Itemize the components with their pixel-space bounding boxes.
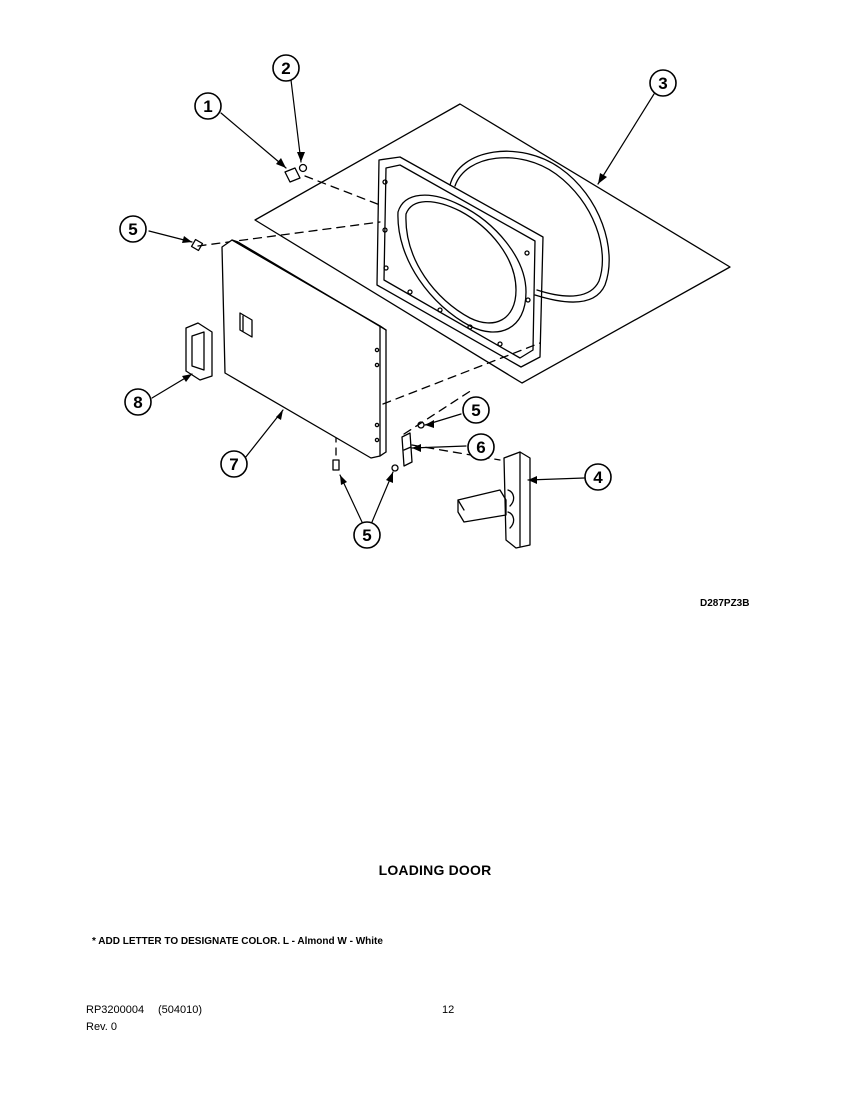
document-code: (504010)	[158, 1004, 203, 1016]
callout-4-label: 4	[593, 468, 603, 487]
callout-5-hinge: 5	[462, 396, 490, 424]
color-note: * ADD LETTER TO DESIGNATE COLOR. L - Alm…	[92, 936, 383, 947]
page-title: LOADING DOOR	[378, 862, 492, 878]
callout-2-label: 2	[281, 59, 290, 78]
callout-7-label: 7	[229, 455, 238, 474]
callout-5-bottom-label: 5	[362, 526, 371, 545]
hinge-bracket	[457, 451, 531, 549]
screw-hinge-bottom	[391, 464, 399, 472]
callout-6: 6	[467, 433, 495, 461]
callout-4: 4	[584, 463, 612, 491]
door-panel	[221, 239, 387, 459]
callout-5-left: 5	[119, 215, 147, 243]
callout-6-label: 6	[476, 438, 485, 457]
clip-part-1	[284, 167, 301, 183]
handle-insert	[185, 322, 213, 381]
loading-door-exploded-diagram: 1 2 3 5 8 7 5 6	[119, 54, 731, 549]
callout-7: 7	[220, 450, 248, 478]
callout-1-label: 1	[203, 97, 212, 116]
screw-top-left	[190, 238, 204, 252]
callout-5-hinge-label: 5	[471, 401, 480, 420]
callout-8-label: 8	[133, 393, 142, 412]
page-number: 12	[442, 1004, 455, 1016]
callout-3-label: 3	[658, 74, 667, 93]
front-panel-plane	[254, 103, 731, 384]
document-number: RP3200004	[86, 1004, 145, 1016]
callout-5-bottom: 5	[353, 521, 381, 549]
callout-3: 3	[649, 69, 677, 97]
hinge-plate	[401, 432, 413, 467]
door-gasket	[449, 150, 610, 303]
callout-2: 2	[272, 54, 300, 82]
nut-part-2	[298, 163, 308, 173]
callout-1: 1	[194, 92, 222, 120]
screw-door-bottom	[332, 459, 340, 471]
revision: Rev. 0	[86, 1021, 117, 1033]
drawing-code: D287PZ3B	[700, 598, 750, 609]
callout-8: 8	[124, 388, 152, 416]
screw-hinge-top	[417, 421, 425, 429]
callout-5-left-label: 5	[128, 220, 137, 239]
door-frame	[376, 156, 544, 368]
